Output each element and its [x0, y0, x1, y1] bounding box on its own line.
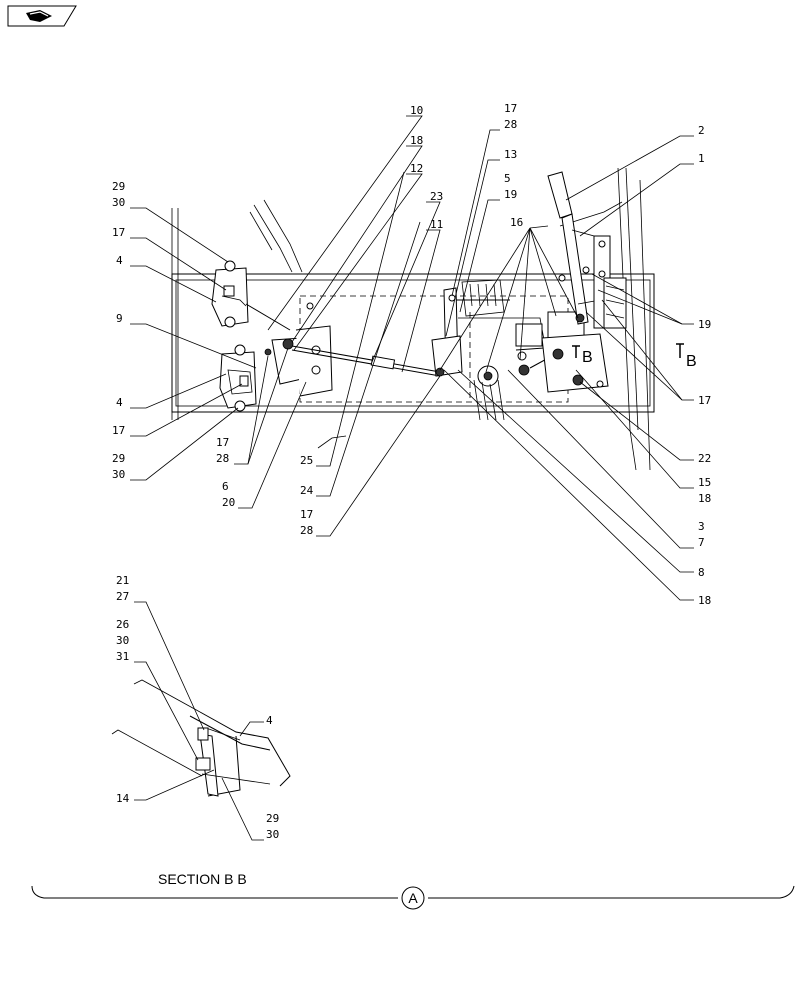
callout-15: 15	[698, 476, 711, 489]
section-marker-b-side: B	[676, 343, 697, 370]
callout-11: 11	[430, 218, 443, 231]
section-marker-b-main: B	[572, 345, 593, 366]
callout-17-mid: 17	[216, 436, 229, 449]
callout-16: 16	[510, 216, 523, 229]
callout-5: 5	[504, 172, 511, 185]
callout-14: 14	[116, 792, 130, 805]
callout-28-mid: 28	[216, 452, 229, 465]
callout-27: 27	[116, 590, 129, 603]
callout-1: 1	[698, 152, 705, 165]
callout-8: 8	[698, 566, 705, 579]
callout-3: 3	[698, 520, 705, 533]
back-navigation-button[interactable]	[7, 5, 77, 27]
svg-text:B: B	[582, 349, 593, 366]
callout-17-top: 17	[504, 102, 517, 115]
callout-9: 9	[116, 312, 123, 325]
svg-text:B: B	[686, 353, 697, 370]
callout-29-b: 29	[112, 452, 125, 465]
callout-22: 22	[698, 452, 711, 465]
view-bracket: A	[31, 885, 795, 910]
callout-19-top: 19	[504, 188, 517, 201]
callout-30-bb2: 30	[266, 828, 279, 841]
callout-17-right: 17	[698, 394, 711, 407]
callout-30-bb: 30	[116, 634, 129, 647]
section-title: SECTION B B	[158, 871, 247, 887]
callout-4-bb: 4	[266, 714, 273, 727]
callout-26: 26	[116, 618, 129, 631]
callout-4-a: 4	[116, 254, 123, 267]
callout-18-bottom: 18	[698, 594, 711, 607]
callout-17-a: 17	[112, 226, 125, 239]
callout-30-a: 30	[112, 196, 125, 209]
callout-12: 12	[410, 162, 423, 175]
callout-20: 20	[222, 496, 235, 509]
callout-17-bot: 17	[300, 508, 313, 521]
callout-29-bb: 29	[266, 812, 279, 825]
section-bb-detail: 21 27 26 30 31 4 14 29 30	[111, 574, 291, 841]
callout-24: 24	[300, 484, 314, 497]
callout-7: 7	[698, 536, 705, 549]
callout-2: 2	[698, 124, 705, 137]
arrow-back-icon	[26, 10, 52, 22]
callout-23: 23	[430, 190, 443, 203]
callout-10: 10	[410, 104, 423, 117]
callout-6: 6	[222, 480, 229, 493]
callout-18-top: 18	[410, 134, 423, 147]
callout-28-bot: 28	[300, 524, 313, 537]
callout-18-right: 18	[698, 492, 711, 505]
callout-30-b: 30	[112, 468, 125, 481]
callout-31: 31	[116, 650, 129, 663]
view-marker-a: A	[408, 890, 418, 906]
callout-29-a: 29	[112, 180, 125, 193]
callout-13: 13	[504, 148, 517, 161]
callout-group-main: 10 18 12 23 11 17 28 13 5 19 16 2	[112, 102, 711, 607]
callout-21: 21	[116, 574, 129, 587]
callout-25: 25	[300, 454, 313, 467]
callout-28-top: 28	[504, 118, 517, 131]
callout-19-right: 19	[698, 318, 711, 331]
main-assembly-drawing	[171, 167, 655, 471]
callout-17-b: 17	[112, 424, 125, 437]
callout-4-b: 4	[116, 396, 123, 409]
